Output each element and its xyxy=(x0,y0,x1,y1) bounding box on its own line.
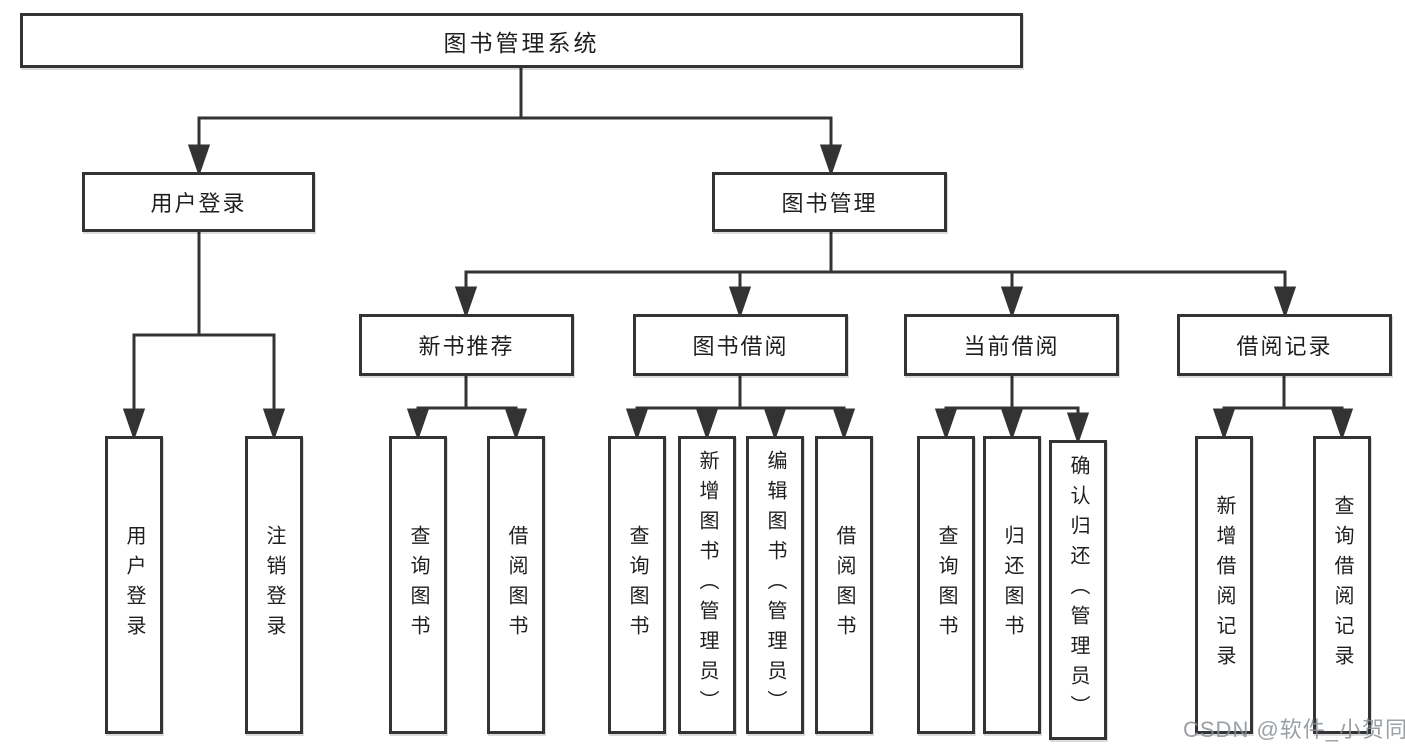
node-leaf-add-books-admin: 新增图书（管理员） xyxy=(678,436,736,734)
node-leaf-confirm-return-admin: 确认归还（管理员） xyxy=(1049,440,1107,740)
node-leaf-user-login: 用户登录 xyxy=(105,436,163,734)
node-book-borrowing: 图书借阅 xyxy=(633,314,848,376)
node-label: 当前借阅 xyxy=(963,334,1060,359)
node-new-book-recommend: 新书推荐 xyxy=(359,314,574,376)
node-leaf-query-borrow-record: 查询借阅记录 xyxy=(1313,436,1371,734)
csdn-watermark: CSDN @软件_小贺同学 xyxy=(1183,717,1405,742)
node-label: 确认归还（管理员） xyxy=(1067,455,1089,725)
node-leaf-add-borrow-record: 新增借阅记录 xyxy=(1195,436,1253,734)
node-label: 借阅图书 xyxy=(505,525,527,645)
node-label: 新增借阅记录 xyxy=(1213,495,1235,675)
node-root-library-system: 图书管理系统 xyxy=(20,13,1023,68)
node-label: 图书借阅 xyxy=(692,334,789,359)
node-leaf-borrow-books-recommend: 借阅图书 xyxy=(487,436,545,734)
edges-user-login xyxy=(122,232,286,441)
node-label: 借阅记录 xyxy=(1236,334,1333,359)
edges-root xyxy=(187,68,843,177)
node-leaf-logout: 注销登录 xyxy=(245,436,303,734)
node-user-login: 用户登录 xyxy=(82,172,315,232)
node-label: 用户登录 xyxy=(123,525,145,645)
node-label: 新书推荐 xyxy=(418,334,515,359)
edges-book-management xyxy=(454,232,1297,319)
node-label: 查询图书 xyxy=(626,525,648,645)
node-label: 图书管理系统 xyxy=(443,29,600,56)
node-book-management: 图书管理 xyxy=(712,172,947,232)
node-leaf-edit-books-admin: 编辑图书（管理员） xyxy=(746,436,804,734)
node-leaf-query-books-recommend: 查询图书 xyxy=(389,436,447,734)
node-label: 查询图书 xyxy=(407,525,429,645)
node-label: 编辑图书（管理员） xyxy=(764,450,786,720)
edges-new-book-recommend xyxy=(406,376,528,441)
edges-borrow-records xyxy=(1212,376,1354,441)
edges-current-borrowing xyxy=(934,376,1090,445)
node-label: 新增图书（管理员） xyxy=(696,450,718,720)
node-leaf-query-books-current: 查询图书 xyxy=(917,436,975,734)
node-leaf-borrow-books: 借阅图书 xyxy=(815,436,873,734)
node-label: 归还图书 xyxy=(1001,525,1023,645)
node-label: 查询图书 xyxy=(935,525,957,645)
node-label: 图书管理 xyxy=(781,191,878,216)
node-label: 借阅图书 xyxy=(833,525,855,645)
node-current-borrowing: 当前借阅 xyxy=(904,314,1119,376)
node-leaf-return-books: 归还图书 xyxy=(983,436,1041,734)
node-label: 查询借阅记录 xyxy=(1331,495,1353,675)
node-label: 用户登录 xyxy=(150,191,247,216)
node-borrow-records: 借阅记录 xyxy=(1177,314,1392,376)
edges-book-borrowing xyxy=(625,376,856,441)
node-leaf-query-books-borrowing: 查询图书 xyxy=(608,436,666,734)
node-label: 注销登录 xyxy=(263,525,285,645)
